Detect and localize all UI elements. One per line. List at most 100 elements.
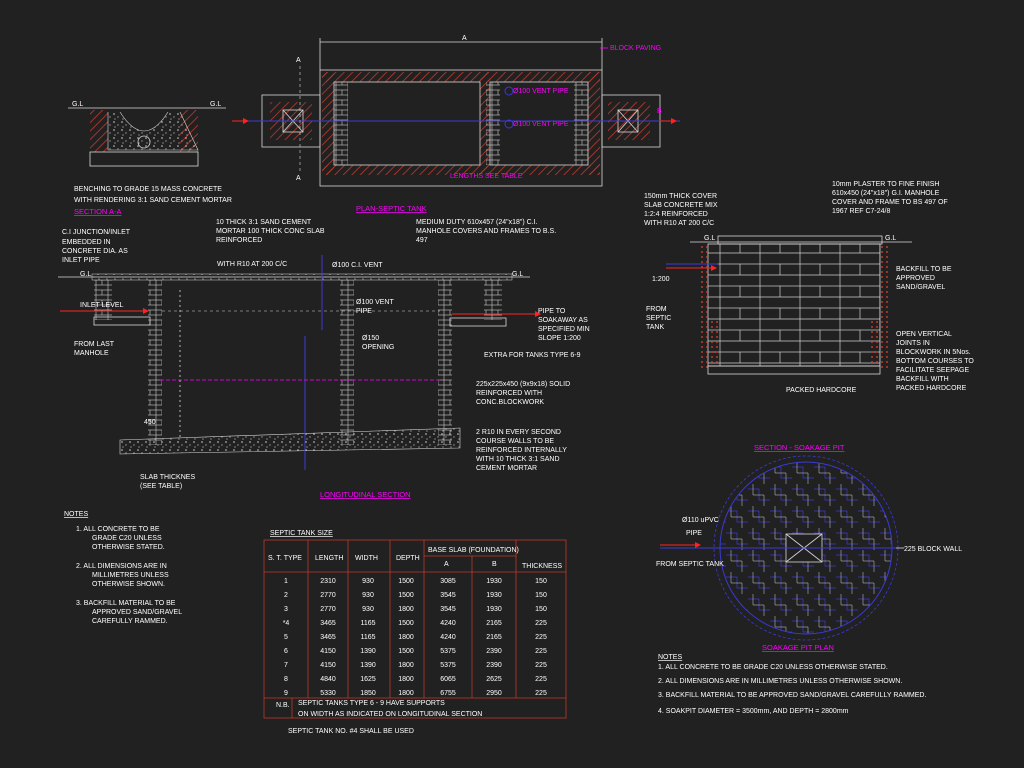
- table-cell: 1800: [398, 606, 414, 613]
- notes-right-item-4: 4. SOAKPIT DIAMETER = 3500mm, AND DEPTH …: [658, 708, 849, 715]
- section-aa-title: SECTION A-A: [74, 207, 122, 216]
- svg-text:PACKED HARDCORE: PACKED HARDCORE: [896, 385, 967, 392]
- svg-text:APPROVED: APPROVED: [896, 275, 935, 282]
- table-cell: 150: [535, 606, 547, 613]
- table-cell: 225: [535, 662, 547, 669]
- svg-text:SLAB CONCRETE MIX: SLAB CONCRETE MIX: [644, 202, 718, 209]
- table-cell: 2165: [486, 634, 502, 641]
- soak-open-joints: OPEN VERTICAL: [896, 331, 952, 338]
- table-cell: 5330: [320, 690, 336, 697]
- section-soakage-pit: 150mm THICK COVER SLAB CONCRETE MIX 1:2:…: [644, 181, 974, 452]
- table-cell: 930: [362, 606, 374, 613]
- table-cell: 4240: [440, 634, 456, 641]
- long-gl-left: G.L: [80, 271, 91, 278]
- table-cell: 1390: [360, 648, 376, 655]
- soakage-pit-plan: Ø110 uPVC PIPE FROM SEPTIC TANK 225 BLOC…: [656, 455, 962, 652]
- soak-plan-pvc: Ø110 uPVC: [682, 517, 719, 524]
- table-cell: 4150: [320, 648, 336, 655]
- table-cell: 2390: [486, 662, 502, 669]
- notes-left-item-2: 2. ALL DIMENSIONS ARE IN: [76, 563, 167, 570]
- svg-text:SOAKAWAY AS: SOAKAWAY AS: [538, 317, 588, 324]
- table-cell: 150: [535, 578, 547, 585]
- table-cell: 3: [284, 606, 288, 613]
- section-aa: G.L G.L BENCHING TO GRADE 15 MASS CONCRE…: [68, 101, 232, 216]
- svg-text:OTHERWISE SHOWN.: OTHERWISE SHOWN.: [92, 581, 165, 588]
- svg-text:610x450 (24"x18") G.I. MANHOLE: 610x450 (24"x18") G.I. MANHOLE: [832, 190, 940, 197]
- table-cell: 1800: [398, 690, 414, 697]
- plan-block-paving-label: BLOCK PAVING: [610, 45, 661, 52]
- long-dim-450: 450: [144, 419, 156, 426]
- long-ci-vent: Ø100 C.I. VENT: [332, 262, 383, 269]
- table-cell: 1: [284, 578, 288, 585]
- plan-vent-pipe-1: Ø100 VENT PIPE: [513, 88, 569, 95]
- table-cell: 225: [535, 676, 547, 683]
- notes-right-item-2: 2. ALL DIMENSIONS ARE IN MILLIMETRES UNL…: [658, 678, 902, 685]
- soak-cover-slab: 150mm THICK COVER: [644, 193, 717, 200]
- section-aa-note-2: WITH RENDERING 3:1 SAND CEMENT MORTAR: [74, 197, 232, 204]
- table-cell: 1930: [486, 578, 502, 585]
- table-header-base-slab: BASE SLAB (FOUNDATION): [428, 547, 519, 554]
- table-footnote: SEPTIC TANK NO. #4 SHALL BE USED: [288, 728, 414, 735]
- table-cell: 1625: [360, 676, 376, 683]
- table-cell: 2950: [486, 690, 502, 697]
- table-cell: 4840: [320, 676, 336, 683]
- table-cell: 4240: [440, 620, 456, 627]
- plan-section-a-top: A: [296, 57, 301, 64]
- long-r10-note: 2 R10 IN EVERY SECOND: [476, 429, 561, 436]
- table-cell: 6: [284, 648, 288, 655]
- long-title: LONGITUDINAL SECTION: [320, 490, 411, 499]
- svg-text:COURSE WALLS TO BE: COURSE WALLS TO BE: [476, 438, 554, 445]
- table-cell: 1165: [360, 620, 375, 627]
- long-inlet-level: INLET LEVEL: [80, 302, 124, 309]
- svg-text:MANHOLE COVERS AND FRAMES TO B: MANHOLE COVERS AND FRAMES TO B.S.: [416, 228, 556, 235]
- table-cell: 5375: [440, 648, 456, 655]
- svg-text:REINFORCED: REINFORCED: [216, 237, 262, 244]
- table-cell: 2625: [486, 676, 502, 683]
- long-from-last-manhole-1: FROM LAST: [74, 341, 115, 348]
- table-title: SEPTIC TANK SIZE: [270, 530, 333, 537]
- svg-text:INLET PIPE: INLET PIPE: [62, 257, 100, 264]
- longitudinal-section: C.I JUNCTION/INLET EMBEDDED IN CONCRETE …: [58, 219, 590, 499]
- table-cell: 5: [284, 634, 288, 641]
- svg-text:1967 REF C7-24/8: 1967 REF C7-24/8: [832, 208, 890, 215]
- notes-right-heading: NOTES: [658, 654, 682, 661]
- table-cell: 2770: [320, 606, 336, 613]
- notes-left-item-3: 3. BACKFILL MATERIAL TO BE: [76, 600, 176, 607]
- svg-text:SPECIFIED MIN: SPECIFIED MIN: [538, 326, 590, 333]
- soak-plaster: 10mm PLASTER TO FINE FINISH: [832, 181, 940, 188]
- notes-left: NOTES 1. ALL CONCRETE TO BE GRADE C20 UN…: [64, 511, 182, 625]
- table-cell: 6755: [440, 690, 456, 697]
- table-cell: 2: [284, 592, 288, 599]
- table-header-type: S. T. TYPE: [268, 555, 302, 562]
- long-gl-right: G.L: [512, 271, 523, 278]
- svg-text:TANK: TANK: [646, 324, 664, 331]
- long-vent-pipe-1: Ø100 VENT: [356, 299, 394, 306]
- svg-text:OPENING: OPENING: [362, 344, 394, 351]
- svg-text:BACKFILL WITH: BACKFILL WITH: [896, 376, 949, 383]
- soak-backfill: BACKFILL TO BE: [896, 266, 952, 273]
- soak-slope: 1:200: [652, 276, 670, 283]
- soak-plan-block-wall: 225 BLOCK WALL: [904, 546, 962, 553]
- svg-text:497: 497: [416, 237, 428, 244]
- svg-text:MILLIMETRES UNLESS: MILLIMETRES UNLESS: [92, 572, 169, 579]
- table-header-thickness: THICKNESS: [522, 563, 562, 570]
- table-cell: 1850: [360, 690, 376, 697]
- svg-text:REINFORCED INTERNALLY: REINFORCED INTERNALLY: [476, 447, 567, 454]
- long-manhole-cover: MEDIUM DUTY 610x457 (24"x18") C.I.: [416, 219, 538, 226]
- section-aa-note-1: BENCHING TO GRADE 15 MASS CONCRETE: [74, 186, 222, 193]
- svg-text:(SEE TABLE): (SEE TABLE): [140, 483, 182, 490]
- svg-text:BLOCKWORK IN 5Nos.: BLOCKWORK IN 5Nos.: [896, 349, 971, 356]
- table-cell: 225: [535, 620, 547, 627]
- table-cell: 2770: [320, 592, 336, 599]
- table-cell: 2390: [486, 648, 502, 655]
- soak-section-title: SECTION - SOAKAGE PIT: [754, 443, 845, 452]
- svg-text:OTHERWISE STATED.: OTHERWISE STATED.: [92, 544, 165, 551]
- plan-septic-tank: A BLOCK PAVING Ø100 VENT PIPE Ø1: [232, 35, 680, 213]
- long-base-slab: [119, 427, 461, 455]
- table-cell: 1500: [398, 592, 414, 599]
- plan-chamber-1: [333, 81, 481, 166]
- septic-tank-size-table: SEPTIC TANK SIZE S. T. TYPE LENGTH WIDTH…: [263, 530, 567, 735]
- table-cell: 1165: [360, 634, 375, 641]
